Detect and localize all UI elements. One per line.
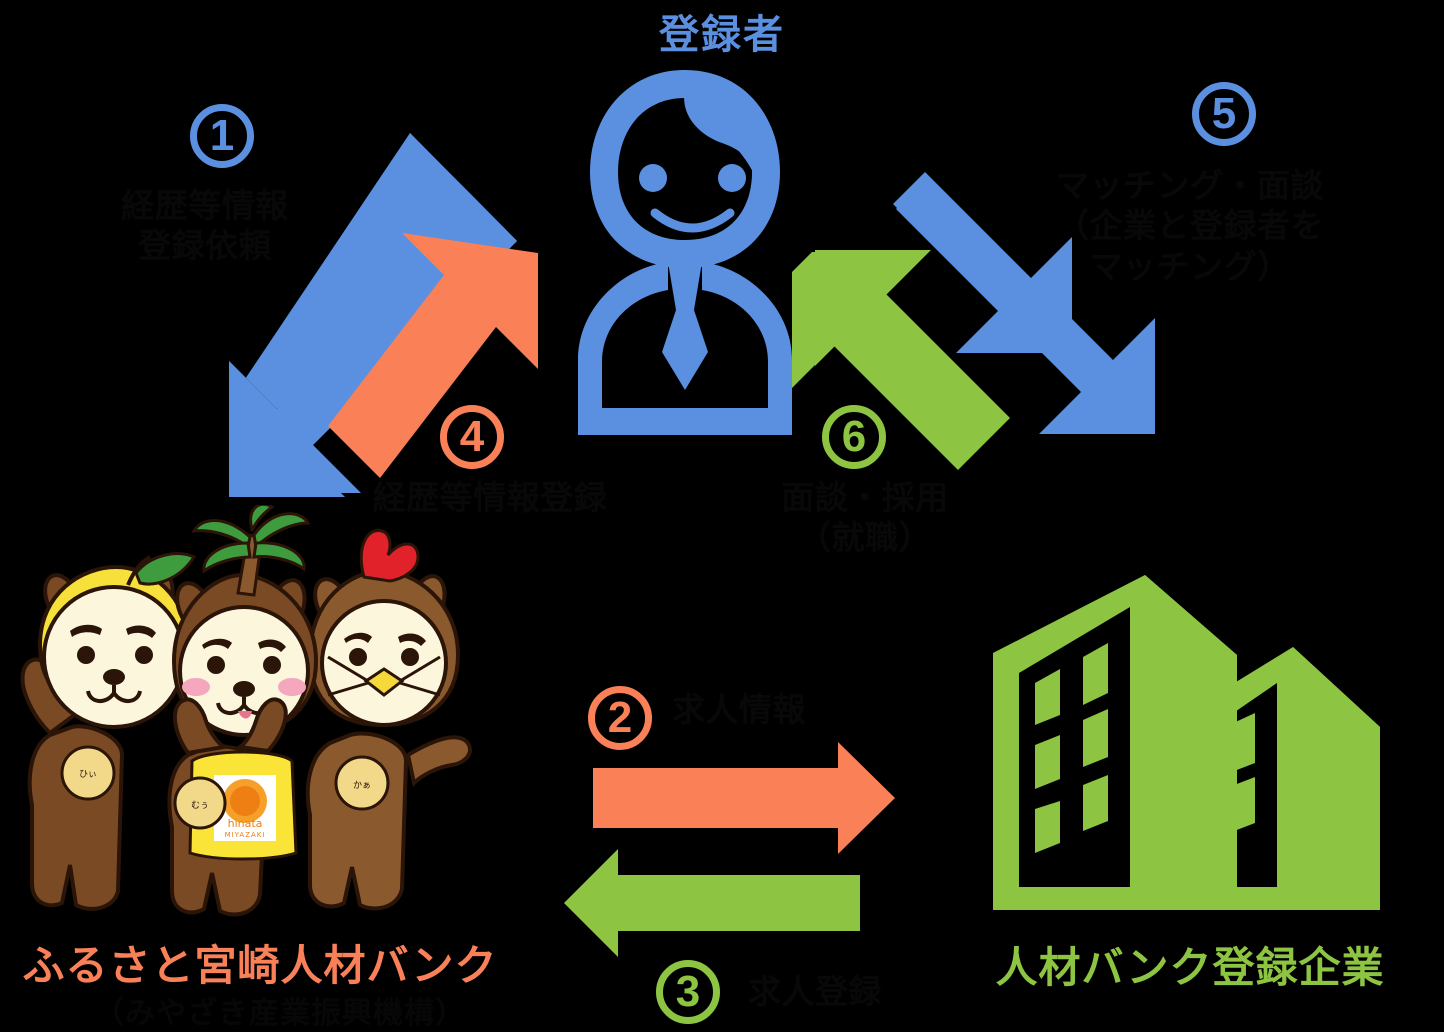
registrant-person-icon [578, 70, 792, 435]
label-company: 人材バンク登録企業 [995, 944, 1385, 991]
mascot-hii: ひぃ [20, 552, 197, 911]
label-bank-sub: （みやざき産業振興機構） [94, 997, 466, 1030]
svg-text:ひぃ: ひぃ [79, 769, 97, 780]
step-badge-3: 3 [656, 960, 720, 1024]
caption-step-1: 経歴等情報 登録依頼 [121, 187, 289, 265]
caption-step-4: 経歴等情報登録 [372, 479, 608, 516]
step-badge-1: 1 [190, 104, 254, 168]
caption-step-5: マッチング・面談 （企業と登録者を マッチング） [1056, 167, 1324, 285]
caption-step-2: 求人情報 [672, 691, 806, 728]
arrow-step-4 [328, 233, 538, 478]
caption-step-6: 面談・採用 （就職） [781, 479, 949, 557]
caption-step-3: 求人登録 [748, 973, 882, 1010]
arrow-step-6 [792, 250, 1010, 470]
svg-text:かぁ: かぁ [353, 780, 371, 791]
miyazaki-mascots-illustration: .fur{fill:#7A4A24;stroke:#2B1408;stroke-… [20, 505, 472, 917]
mascot-muu: hinata MIYAZAKI むぅ [167, 505, 319, 917]
label-bank: ふるさと宮崎人材バンク [22, 942, 498, 989]
svg-text:MIYAZAKI: MIYAZAKI [225, 831, 266, 839]
step-badge-4: 4 [440, 405, 504, 469]
arrow-step-2 [593, 742, 895, 854]
arrow-step-3 [564, 849, 860, 957]
step-badge-6: 6 [822, 405, 886, 469]
arrow-step-5 [893, 172, 1155, 434]
svg-text:hinata: hinata [228, 817, 263, 830]
office-buildings-icon [993, 575, 1380, 910]
page-title-registrant: 登録者 [659, 13, 785, 57]
step-badge-5: 5 [1192, 82, 1256, 146]
svg-text:むぅ: むぅ [191, 800, 209, 811]
step-badge-2: 2 [588, 686, 652, 750]
mascot-kaa: かぁ [305, 529, 472, 911]
